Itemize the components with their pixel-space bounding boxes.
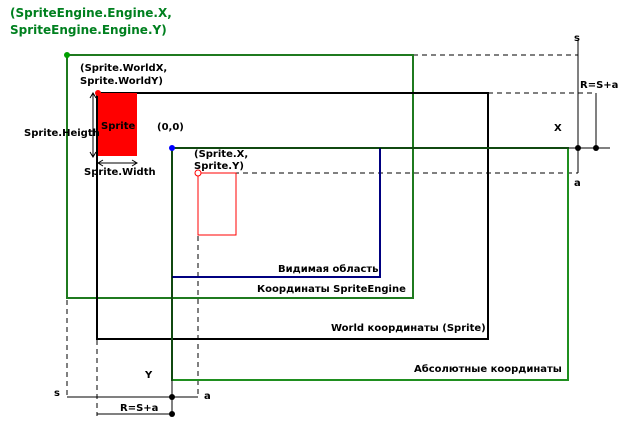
- visible-area-rect: [172, 148, 381, 278]
- guide-lines: [66, 54, 596, 416]
- sprite-width-label: Sprite.Width: [84, 167, 156, 178]
- sprite-width-arrow-right: [131, 159, 138, 167]
- x-axis-dot-2: [593, 145, 599, 151]
- r-right-label: R=S+a: [580, 80, 618, 91]
- sprite-width-arrow-left: [97, 159, 104, 167]
- sprite-outline: [197, 172, 237, 236]
- world-xy-label-2: Sprite.WorldY): [80, 76, 163, 87]
- world-coords-label: World координаты (Sprite): [331, 323, 486, 334]
- axis-y-label: Y: [144, 370, 153, 381]
- absolute-coords-label: Абсолютные координаты: [414, 363, 562, 375]
- a-right-label: a: [574, 178, 581, 189]
- engine-coords-label: Координаты SpriteEngine: [257, 284, 406, 295]
- sprite-height-arrow-top: [89, 92, 97, 99]
- title-line-2: SpriteEngine.Engine.Y): [10, 23, 167, 37]
- sprite-xy-label-2: Sprite.Y): [194, 161, 244, 172]
- sprite-height-label: Sprite.Heigth: [24, 128, 100, 139]
- a-bottom-label: a: [204, 391, 211, 402]
- engine-origin-dot: [64, 52, 70, 58]
- origin-label: (0,0): [157, 122, 184, 133]
- sprite-xy-label-1: (Sprite.X,: [194, 149, 248, 160]
- sprite-label: Sprite: [101, 121, 136, 132]
- sprite-height-arrow-bottom: [89, 151, 97, 158]
- sprite-block: [98, 93, 137, 156]
- x-axis-dot-1: [575, 145, 581, 151]
- y-axis-dot-1: [169, 394, 175, 400]
- y-axis-dot-2: [169, 411, 175, 417]
- world-coordinates-rect: [96, 92, 489, 340]
- engine-coordinates-rect: [66, 54, 414, 299]
- sprite-local-dot: [194, 169, 202, 177]
- s-bottom-label: s: [54, 388, 60, 399]
- world-xy-label-1: (Sprite.WorldX,: [80, 63, 167, 74]
- absolute-origin-dot: [169, 145, 175, 151]
- r-bottom-label: R=S+a: [120, 403, 158, 414]
- s-right-label: s: [574, 33, 580, 44]
- title-line-1: (SpriteEngine.Engine.X,: [10, 6, 172, 20]
- visible-area-label: Видимая область: [278, 263, 379, 275]
- sprite-world-dot: [95, 90, 101, 96]
- axis-x-label: X: [554, 123, 562, 134]
